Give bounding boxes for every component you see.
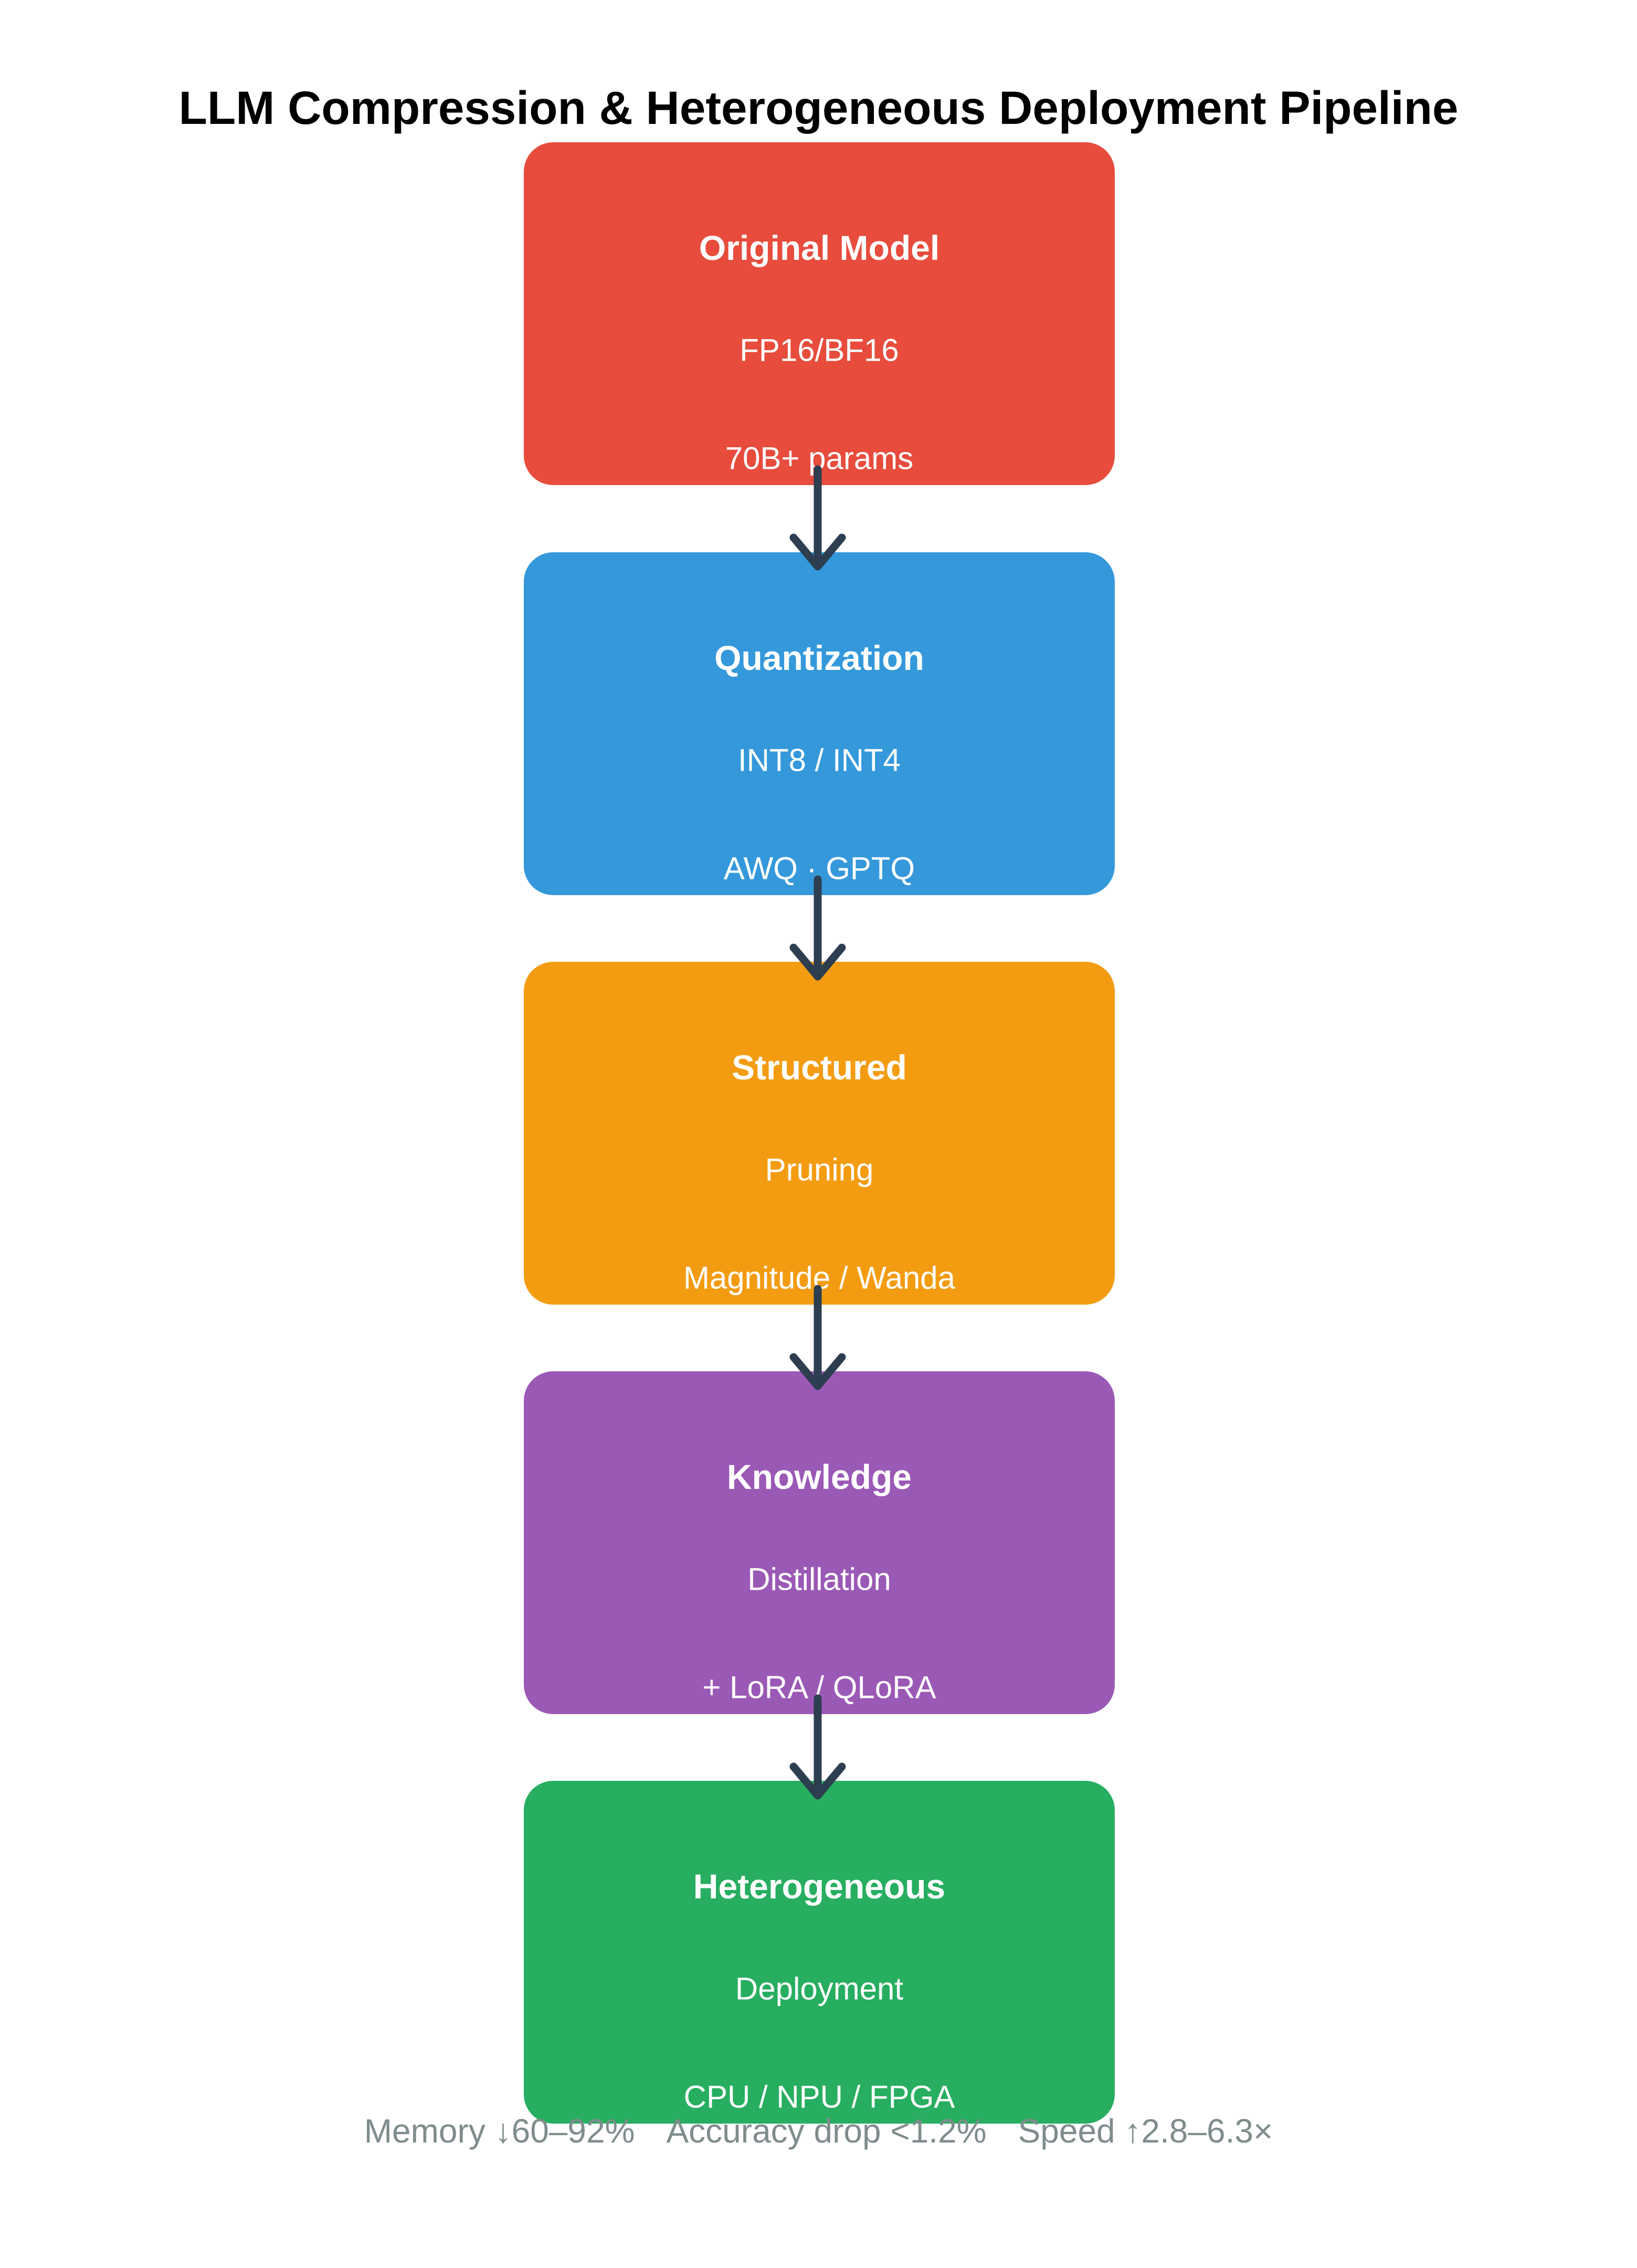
stage-detail: CPU / NPU / FPGA	[683, 2079, 955, 2115]
stage-box-heterogeneous-deployment: Heterogeneous Deployment CPU / NPU / FPG…	[524, 1781, 1115, 2124]
down-arrow-2	[789, 875, 846, 981]
down-arrow-4	[789, 1694, 846, 1800]
down-arrow-3	[789, 1285, 846, 1390]
stage-title: Heterogeneous	[693, 1867, 946, 1906]
stage-title: Knowledge	[726, 1457, 912, 1496]
diagram-title: LLM Compression & Heterogeneous Deployme…	[178, 81, 1459, 134]
metric-accuracy: Accuracy drop <1.2%	[666, 2112, 987, 2150]
stage-box-original-model: Original Model FP16/BF16 70B+ params	[524, 142, 1115, 485]
metrics-footer: Memory ↓60–92% Accuracy drop <1.2% Speed…	[0, 2113, 1637, 2149]
stage-subtitle: Deployment	[735, 1971, 904, 2007]
stage-box-knowledge-distillation: Knowledge Distillation + LoRA / QLoRA	[524, 1371, 1115, 1714]
metric-speed: Speed ↑2.8–6.3×	[1018, 2112, 1273, 2150]
stage-title: Structured	[732, 1048, 907, 1087]
stage-box-structured-pruning: Structured Pruning Magnitude / Wanda	[524, 962, 1115, 1305]
stage-subtitle: INT8 / INT4	[737, 742, 901, 778]
stage-subtitle: Pruning	[765, 1152, 874, 1188]
stage-subtitle: FP16/BF16	[740, 332, 899, 368]
stage-subtitle: Distillation	[747, 1561, 891, 1597]
metric-memory: Memory ↓60–92%	[364, 2112, 635, 2150]
stage-box-quantization: Quantization INT8 / INT4 AWQ · GPTQ	[524, 552, 1115, 895]
stage-title: Quantization	[714, 638, 924, 677]
stage-title: Original Model	[699, 228, 940, 267]
down-arrow-1	[789, 465, 846, 571]
